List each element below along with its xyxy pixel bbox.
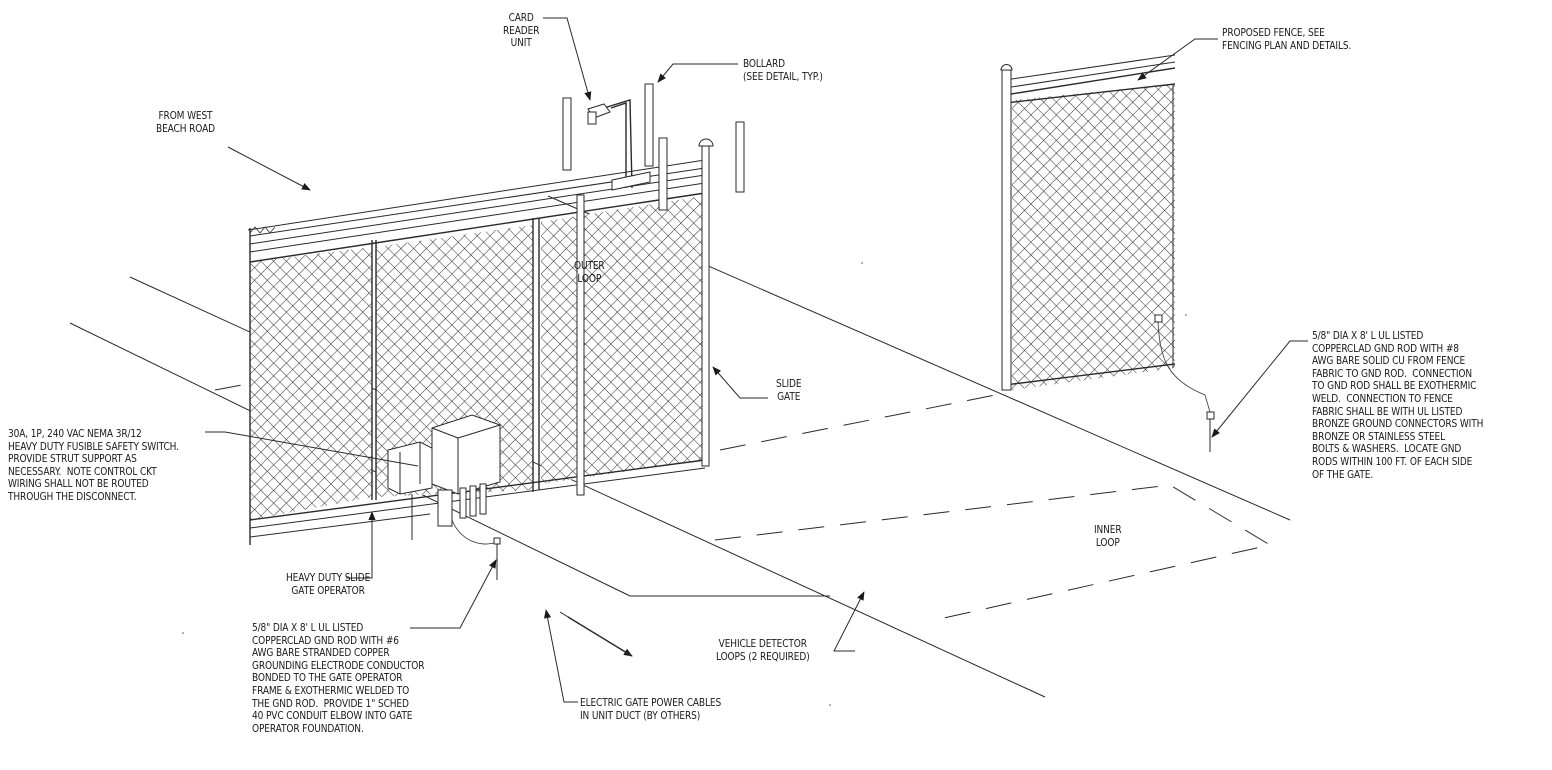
proposed-fence-label: PROPOSED FENCE, SEE FENCING PLAN AND DET…: [1222, 27, 1352, 52]
safety-switch-label: 30A, 1P, 240 VAC NEMA 3R/12 HEAVY DUTY F…: [8, 428, 179, 503]
gate-operator-label: HEAVY DUTY SLIDE GATE OPERATOR: [286, 572, 371, 597]
bollard-label: BOLLARD (SEE DETAIL, TYP.): [743, 58, 823, 83]
slide-gate-label: SLIDE GATE: [776, 378, 802, 403]
gate-operator-box: [411, 414, 501, 580]
from-west-beach-road-label: FROM WEST BEACH ROAD: [156, 110, 215, 135]
power-cables-label: ELECTRIC GATE POWER CABLES IN UNIT DUCT …: [580, 697, 722, 722]
inner-loop-label: INNER LOOP: [1094, 524, 1122, 549]
card-reader-label: CARD READER UNIT: [503, 12, 540, 50]
card-reader-unit: [587, 99, 651, 191]
gnd-rod-fence-label: 5/8" DIA x 8' L UL LISTED COPPERCLAD GND…: [1312, 330, 1484, 481]
bollards: [562, 83, 745, 211]
gnd-rod-operator-label: 5/8" DIA x 8' L UL LISTED COPPERCLAD GND…: [252, 622, 425, 735]
vehicle-detector-loops: [214, 299, 1272, 621]
safety-switch-box: [387, 441, 433, 495]
outer-loop-label: OUTER LOOP: [574, 260, 605, 285]
vehicle-detector-loops-label: VEHICLE DETECTOR LOOPS (2 REQUIRED): [716, 638, 810, 663]
proposed-fence-section: [1000, 54, 1215, 452]
leader-lines: [205, 17, 1308, 703]
